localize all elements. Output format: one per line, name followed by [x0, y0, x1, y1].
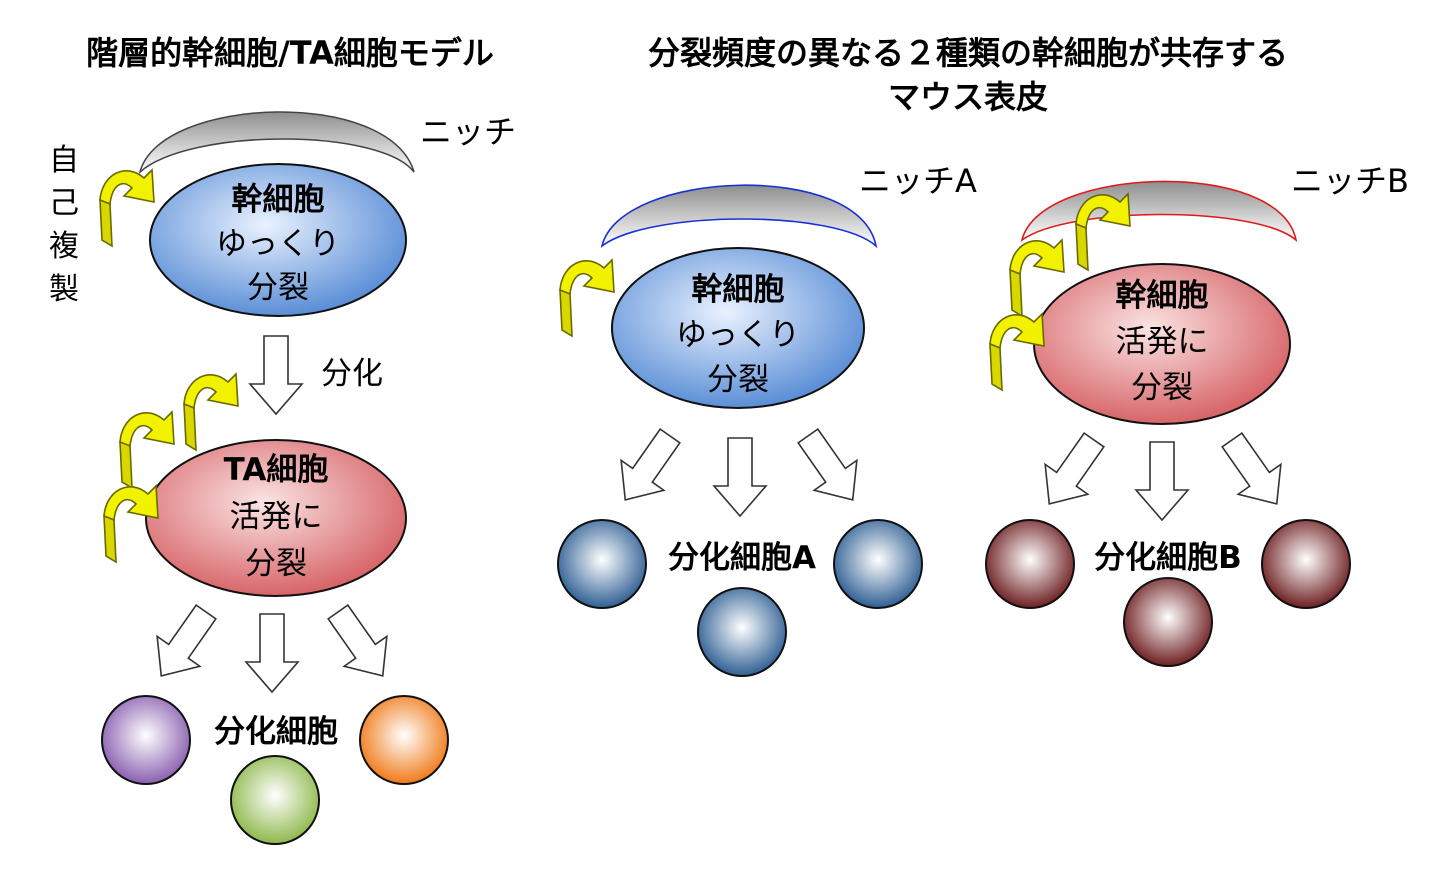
ta-renewal-arrow-1: [183, 373, 239, 451]
stem-a-line1: ゆっくり: [676, 317, 800, 353]
differentiated-a-cell-1: [557, 519, 647, 609]
ta-cell-line1: 活発に: [230, 499, 323, 535]
stem-b-renewal-arrow-1: [1075, 193, 1131, 271]
ta-cell-name: TA細胞: [224, 452, 329, 488]
differentiated-a-label: 分化細胞A: [668, 540, 816, 576]
right-title-line1: 分裂頻度の異なる２種類の幹細胞が共存する: [648, 34, 1288, 72]
stem-b-diff-arrow-left: [1027, 424, 1117, 520]
right-title-line2: マウス表皮: [888, 78, 1048, 116]
niche-a-label: ニッチA: [859, 162, 977, 200]
stem-b-line2: 分裂: [1131, 370, 1193, 406]
differentiated-label: 分化細胞: [214, 714, 338, 750]
diff-arrow-left: [139, 596, 229, 692]
stem-cell-line1: ゆっくり: [216, 226, 340, 262]
ta-cell-line2: 分裂: [245, 546, 307, 582]
differentiation-label: 分化: [321, 356, 383, 392]
stem-a-renewal-arrow: [559, 259, 615, 337]
stem-cell-ellipse: [149, 163, 407, 317]
differentiated-cell-green: [230, 755, 320, 845]
stem-cell-line2: 分裂: [247, 270, 309, 306]
differentiated-b-cell-1: [985, 519, 1075, 609]
differentiated-b-label: 分化細胞B: [1094, 540, 1242, 576]
stem-a-diff-arrow-right: [785, 420, 875, 516]
diff-arrow-right: [315, 596, 405, 692]
stem-a-name: 幹細胞: [692, 272, 785, 308]
stem-a-diff-arrow-middle: [713, 437, 767, 517]
niche-b-label: ニッチB: [1291, 162, 1409, 200]
differentiated-b-cell-3: [1261, 519, 1351, 609]
stem-b-diff-arrow-right: [1209, 424, 1299, 520]
differentiated-cell-orange: [359, 695, 449, 785]
differentiated-a-cell-2: [697, 587, 787, 677]
ta-cell-ellipse: [145, 439, 407, 597]
niche-label: ニッチ: [420, 113, 516, 151]
self-renewal-char-1: 自: [49, 143, 79, 178]
left-title: 階層的幹細胞/TA細胞モデル: [86, 34, 494, 72]
self-renewal-char-2: 己: [49, 186, 79, 221]
stem-a-ellipse: [611, 247, 865, 409]
diff-arrow-middle: [245, 613, 299, 693]
self-renewal-char-4: 製: [49, 272, 79, 307]
niche-a-crescent: [600, 184, 878, 249]
stem-a-line2: 分裂: [707, 362, 769, 398]
stem-cell-name: 幹細胞: [232, 182, 325, 218]
differentiation-arrow: [249, 335, 303, 415]
differentiated-a-cell-3: [833, 519, 923, 609]
differentiated-b-cell-2: [1123, 577, 1213, 667]
self-renewal-char-3: 複: [49, 229, 79, 264]
stem-b-name: 幹細胞: [1116, 278, 1209, 314]
differentiated-cell-purple: [101, 695, 191, 785]
stem-b-diff-arrow-middle: [1135, 441, 1189, 521]
niche-crescent: [138, 111, 415, 175]
niche-b-crescent: [1020, 180, 1298, 243]
self-renewal-arrow: [99, 169, 155, 247]
stem-b-line1: 活発に: [1116, 324, 1209, 360]
stem-a-diff-arrow-left: [603, 420, 693, 516]
